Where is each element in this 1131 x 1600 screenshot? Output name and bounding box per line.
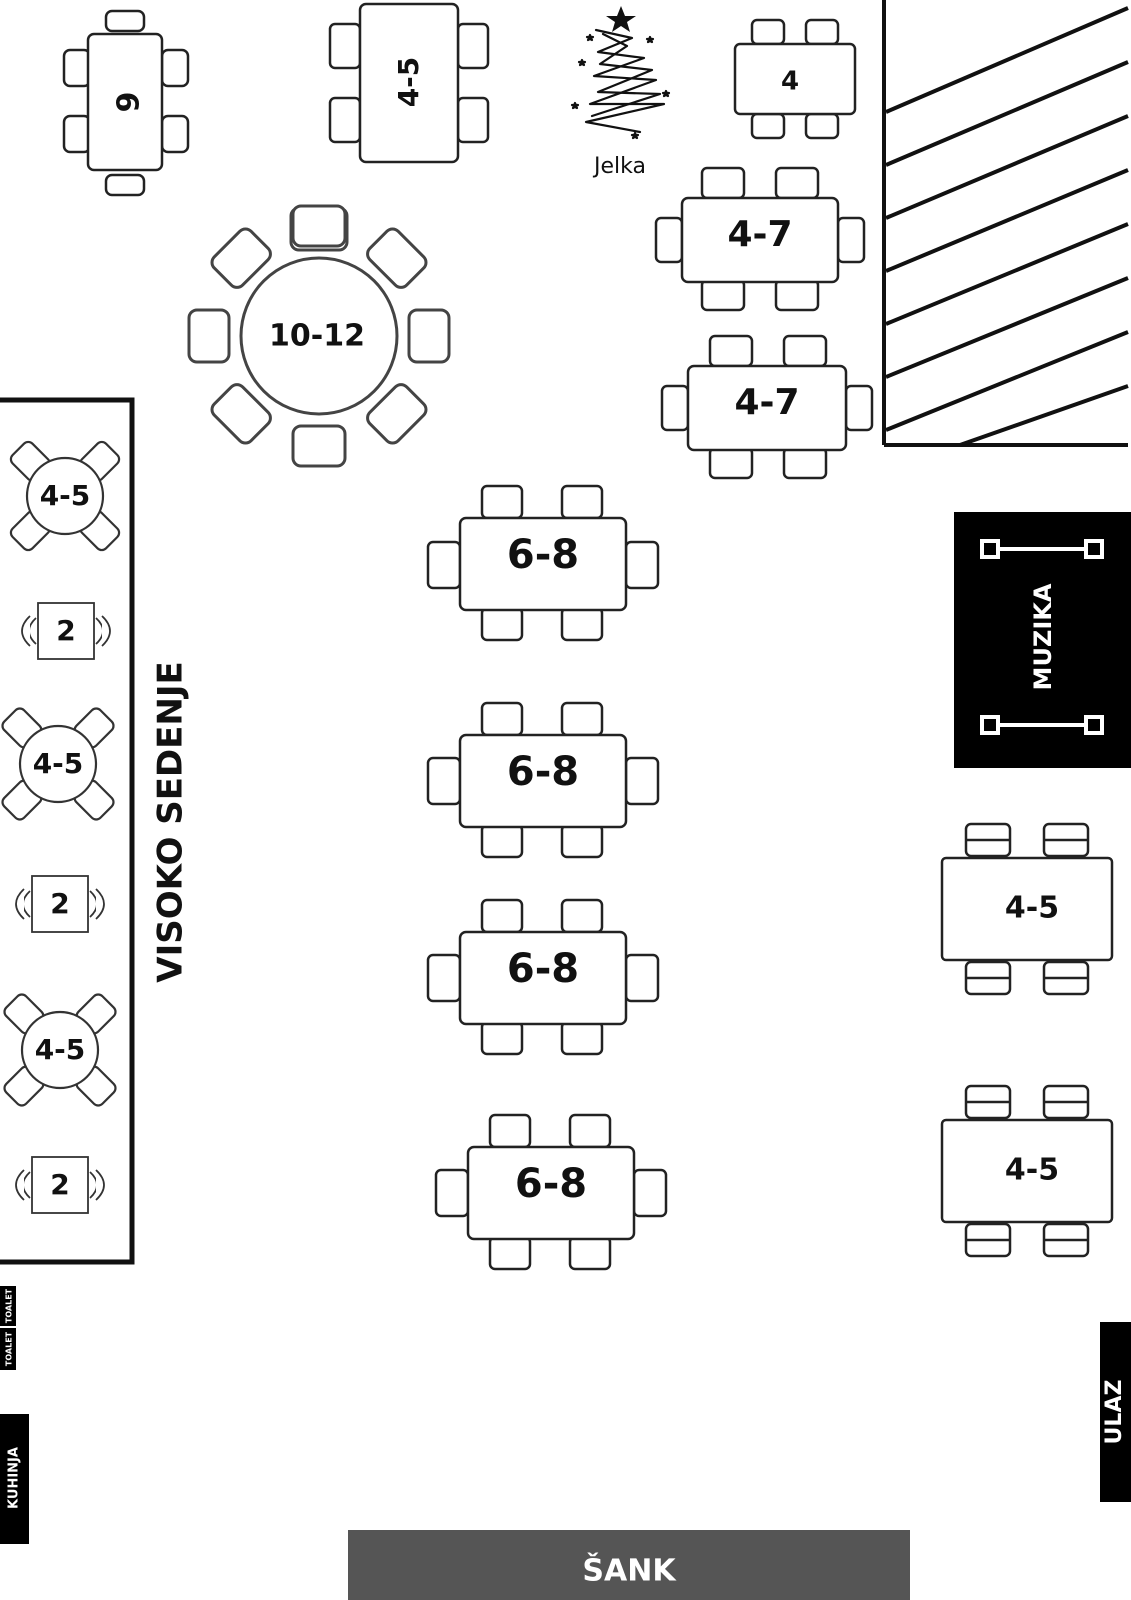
table-t02[interactable] xyxy=(328,2,490,164)
table-t04-label: 4-7 xyxy=(727,214,792,255)
table-t13[interactable] xyxy=(426,484,660,642)
table-t10-label: 2 xyxy=(50,887,69,920)
table-t09[interactable] xyxy=(0,706,116,822)
toilet-label-1: TOALET xyxy=(5,1288,14,1323)
toilet-zone-2 xyxy=(0,1328,16,1370)
table-t16-label: 6-8 xyxy=(515,1161,587,1207)
table-t05[interactable] xyxy=(660,334,874,480)
toilet-zone-1 xyxy=(0,1286,16,1326)
table-t13-label: 6-8 xyxy=(507,532,579,578)
table-t14-label: 6-8 xyxy=(507,749,579,795)
table-t03[interactable] xyxy=(733,18,857,140)
table-t18-label: 4-5 xyxy=(1005,1153,1059,1188)
table-t08[interactable] xyxy=(21,602,111,660)
table-t07-label: 4-5 xyxy=(40,479,91,512)
tree-label: Jelka xyxy=(592,154,646,179)
table-t17-label: 4-5 xyxy=(1005,891,1059,926)
table-t12-label: 2 xyxy=(50,1168,69,1201)
table-t17[interactable] xyxy=(940,822,1114,996)
bar-counter xyxy=(348,1530,910,1600)
music-label: MUZIKA xyxy=(1029,583,1057,690)
christmas-tree-icon xyxy=(570,6,671,140)
table-t01-label: 6 xyxy=(109,92,144,113)
entrance-zone xyxy=(1100,1322,1131,1502)
table-t15[interactable] xyxy=(426,898,660,1056)
table-t14[interactable] xyxy=(426,701,660,859)
table-t07[interactable] xyxy=(8,439,121,552)
table-t12[interactable] xyxy=(15,1156,105,1214)
table-t18[interactable] xyxy=(940,1084,1114,1258)
kitchen-zone xyxy=(0,1414,29,1544)
table-t10[interactable] xyxy=(15,875,105,933)
table-t08-label: 2 xyxy=(56,614,75,647)
table-t06-label: 10-12 xyxy=(269,319,365,354)
table-t04[interactable] xyxy=(654,166,866,312)
high-seating-label: VISOKO SEDENJE xyxy=(151,661,191,982)
table-t05-label: 4-7 xyxy=(734,382,799,423)
toilet-label-2: TOALET xyxy=(5,1331,14,1366)
table-t11-label: 4-5 xyxy=(35,1033,86,1066)
bar-counter-label: ŠANK xyxy=(582,1552,677,1589)
table-t11[interactable] xyxy=(2,992,118,1108)
table-t01[interactable] xyxy=(62,9,190,197)
high-seating-area xyxy=(0,397,135,1265)
table-t06[interactable] xyxy=(187,204,451,468)
table-t16[interactable] xyxy=(434,1113,668,1271)
table-t15-label: 6-8 xyxy=(507,946,579,992)
table-t03-label: 4 xyxy=(781,67,799,97)
music-speaker-icon xyxy=(980,539,1104,735)
entrance-label: ULAZ xyxy=(1102,1380,1127,1445)
table-t09-label: 4-5 xyxy=(33,747,84,780)
kitchen-label: KUHINJA xyxy=(7,1447,22,1509)
stairs-area xyxy=(882,0,1129,447)
table-t02-label: 4-5 xyxy=(392,57,425,108)
